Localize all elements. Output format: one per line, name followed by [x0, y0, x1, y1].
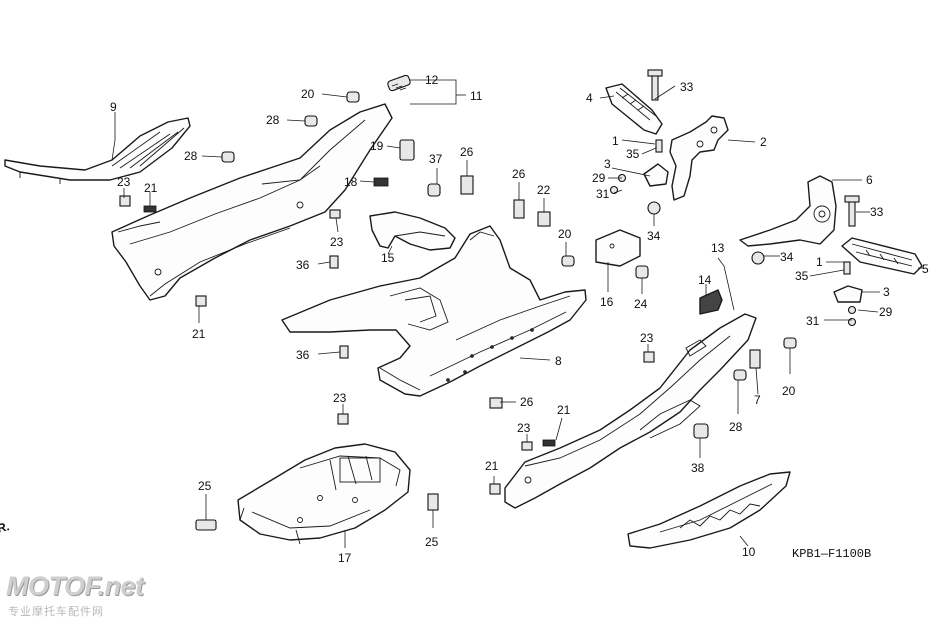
callout-19: 19	[370, 139, 384, 153]
callout-17: 17	[338, 551, 352, 565]
callout-33: 33	[680, 80, 694, 94]
callout-6: 6	[866, 173, 873, 187]
callout-15: 15	[381, 251, 395, 265]
callout-23: 23	[117, 175, 131, 189]
callout-20: 20	[558, 227, 572, 241]
front-direction-fragment: FR.	[0, 519, 11, 537]
part-3-left-plate	[643, 163, 669, 187]
watermark-logo: MOTOF.net	[6, 571, 144, 601]
callout-21: 21	[192, 327, 206, 341]
callout-37: 37	[429, 152, 443, 166]
part-9-left-cover	[4, 117, 191, 184]
callout-36: 36	[296, 348, 310, 362]
callout-34: 34	[647, 229, 661, 243]
callout-31: 31	[806, 314, 820, 328]
callout-24: 24	[634, 297, 648, 311]
callout-38: 38	[691, 461, 705, 475]
callout-25: 25	[198, 479, 212, 493]
part-16-plate	[595, 229, 641, 267]
callout-7: 7	[754, 393, 761, 407]
part-3-right-plate	[833, 285, 863, 303]
callout-26: 26	[520, 395, 534, 409]
callout-12: 12	[425, 73, 439, 87]
callout-21: 21	[557, 403, 571, 417]
callout-23: 23	[640, 331, 654, 345]
part-6-right-bracket	[739, 175, 837, 247]
callout-labels: 9 23 21 21 28 20 28 12 11 19 18 37 26 23…	[110, 73, 929, 565]
callout-28: 28	[184, 149, 198, 163]
callout-28: 28	[729, 420, 743, 434]
part-13-right-body-cover	[504, 313, 757, 509]
callout-13: 13	[711, 241, 725, 255]
callout-25: 25	[425, 535, 439, 549]
callout-16: 16	[600, 295, 614, 309]
callout-21: 21	[144, 181, 158, 195]
part-8-floor-panel	[281, 225, 587, 397]
diagram-code: KPB1—F1100B	[792, 547, 871, 561]
callout-31: 31	[596, 187, 610, 201]
callout-22: 22	[537, 183, 551, 197]
hardware-fasteners	[119, 69, 860, 531]
callout-28: 28	[266, 113, 280, 127]
callout-35: 35	[626, 147, 640, 161]
callout-23: 23	[517, 421, 531, 435]
callout-18: 18	[344, 175, 358, 189]
part-4-left-footrest	[605, 83, 663, 135]
callout-2: 2	[760, 135, 767, 149]
part-17-under-cover	[237, 443, 411, 545]
callout-26: 26	[512, 167, 526, 181]
callout-1: 1	[612, 134, 619, 148]
callout-3: 3	[604, 157, 611, 171]
part-12-clip	[387, 74, 411, 92]
part-14-bracket	[699, 289, 723, 315]
part-15-small-cover	[369, 211, 456, 251]
part-11-left-body-cover	[111, 103, 393, 301]
callout-8: 8	[555, 354, 562, 368]
callout-20: 20	[782, 384, 796, 398]
callout-34: 34	[780, 250, 794, 264]
part-10-right-cover	[627, 471, 791, 549]
callout-10: 10	[742, 545, 756, 559]
callout-33: 33	[870, 205, 884, 219]
callout-5: 5	[922, 262, 929, 276]
callout-3: 3	[883, 285, 890, 299]
callout-1: 1	[816, 255, 823, 269]
callout-36: 36	[296, 258, 310, 272]
callout-23: 23	[333, 391, 347, 405]
callout-21: 21	[485, 459, 499, 473]
callout-9: 9	[110, 100, 117, 114]
callout-11: 11	[470, 89, 483, 103]
part-2-left-bracket	[669, 115, 729, 201]
leader-lines	[111, 79, 923, 548]
callout-23: 23	[330, 235, 344, 249]
callout-35: 35	[795, 269, 809, 283]
callout-4: 4	[586, 91, 593, 105]
callout-20: 20	[301, 87, 315, 101]
callout-14: 14	[698, 273, 712, 287]
callout-26: 26	[460, 145, 474, 159]
watermark-tagline: 专业摩托车配件网	[8, 605, 104, 618]
callout-29: 29	[879, 305, 893, 319]
part-5-right-footrest	[841, 237, 923, 275]
callout-29: 29	[592, 171, 606, 185]
